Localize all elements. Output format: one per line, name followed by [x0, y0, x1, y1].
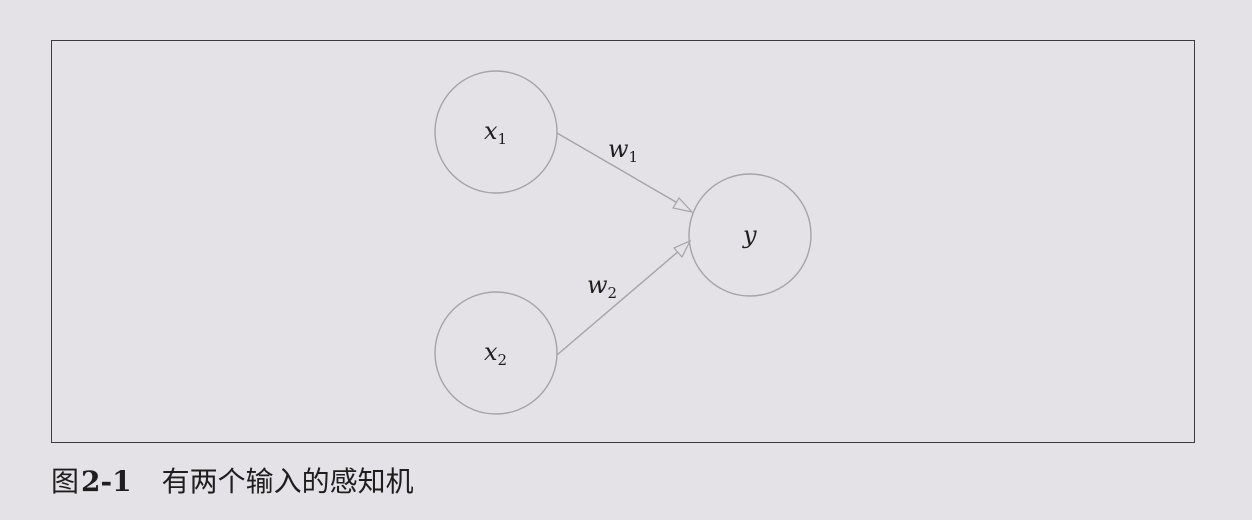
arrow-head-x1-y [672, 197, 694, 213]
node-x1-label: x1 [484, 117, 507, 148]
edge-line-x1-y [556, 132, 682, 206]
node-x2-label: x2 [484, 338, 507, 369]
edge-line-x2-y [556, 249, 681, 356]
edge-x1-y [556, 132, 694, 213]
node-x2: x2 [434, 291, 558, 415]
node-y-label: y [742, 221, 757, 249]
caption-title: 有两个输入的感知机 [161, 465, 414, 498]
weight-label-w1: w1 [608, 135, 638, 166]
node-x1-circle [434, 70, 558, 194]
caption-prefix: 图 [51, 465, 80, 498]
weight-label-w2: w2 [587, 271, 617, 302]
figure-caption: 图2-1 有两个输入的感知机 [51, 462, 414, 502]
edge-x2-y [556, 239, 692, 356]
node-y: y [688, 173, 812, 297]
node-x1: x1 [434, 70, 558, 194]
caption-number: 2-1 [81, 465, 132, 498]
arrow-head-x2-y [673, 239, 692, 259]
figure-frame [51, 40, 1195, 443]
node-x2-circle [434, 291, 558, 415]
node-y-circle [688, 173, 812, 297]
